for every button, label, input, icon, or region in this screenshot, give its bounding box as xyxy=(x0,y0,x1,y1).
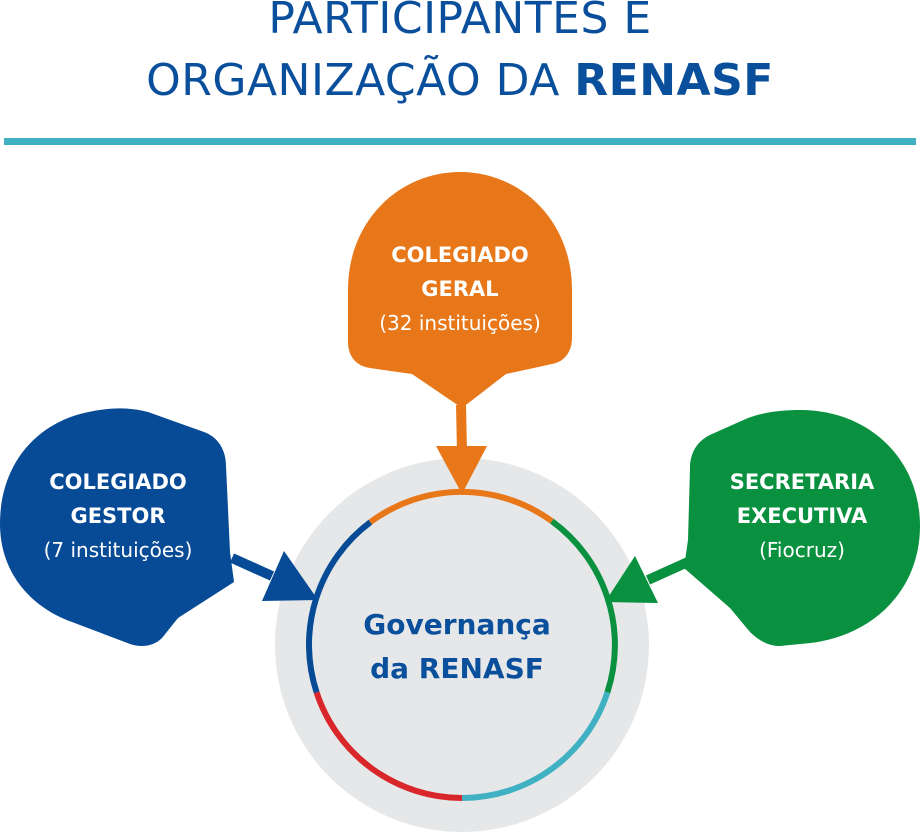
secretaria-executiva-arrow-head xyxy=(605,556,658,603)
colegiado-geral-line-2: GERAL xyxy=(421,277,499,301)
center-line-2: da RENASF xyxy=(370,652,544,685)
colegiado-geral-arrow-head xyxy=(436,446,487,494)
center-line-1: Governança xyxy=(363,608,551,641)
secretaria-executiva-shape xyxy=(684,410,920,646)
secretaria-executiva-org: (Fiocruz) xyxy=(759,538,845,562)
colegiado-geral-count: (32 instituições) xyxy=(379,311,541,335)
title-divider xyxy=(4,138,916,145)
colegiado-geral-arrow-shaft xyxy=(456,404,467,453)
title-line-1: PARTICIPANTES E xyxy=(268,0,652,44)
center-outer-disc xyxy=(275,458,649,832)
title-line-2-bold: RENASF xyxy=(574,55,774,106)
colegiado-geral-label: COLEGIADO GERAL (32 instituições) xyxy=(350,238,570,340)
ring-segment-teal xyxy=(461,691,611,801)
colegiado-gestor-arrow-head xyxy=(262,551,318,601)
colegiado-geral-line-1: COLEGIADO xyxy=(391,243,529,267)
secretaria-executiva-arrow-shaft xyxy=(645,556,693,585)
ring-segment-red xyxy=(313,691,463,801)
governance-center-label: Governança da RENASF xyxy=(322,603,592,691)
colegiado-gestor-line-2: GESTOR xyxy=(70,504,166,528)
colegiado-gestor-label: COLEGIADO GESTOR (7 instituições) xyxy=(8,465,228,567)
secretaria-executiva-line-1: SECRETARIA xyxy=(729,470,875,494)
colegiado-gestor-count: (7 instituições) xyxy=(43,538,193,562)
secretaria-executiva-line-2: EXECUTIVA xyxy=(736,504,868,528)
colegiado-gestor-arrow-shaft xyxy=(229,553,275,581)
secretaria-executiva-label: SECRETARIA EXECUTIVA (Fiocruz) xyxy=(692,465,912,567)
colegiado-geral-shape xyxy=(348,172,572,408)
ring-segment-green xyxy=(550,518,618,694)
colegiado-gestor-line-1: COLEGIADO xyxy=(49,470,187,494)
page-title: PARTICIPANTES E ORGANIZAÇÃO DA RENASF xyxy=(0,0,920,112)
colegiado-gestor-shape xyxy=(0,408,234,646)
title-line-2-prefix: ORGANIZAÇÃO DA xyxy=(146,55,575,106)
